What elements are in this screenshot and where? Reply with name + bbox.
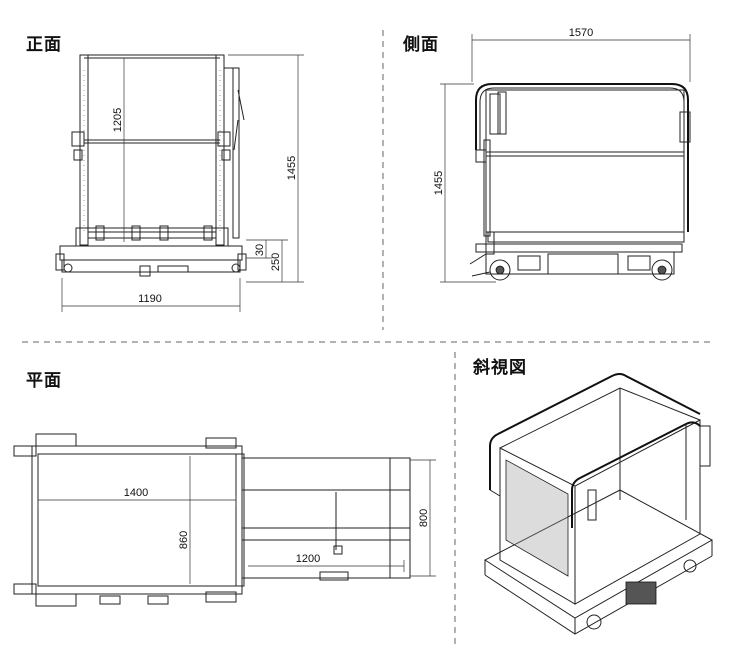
oblique-view-title: 斜視図	[473, 358, 527, 378]
side-top-rail	[475, 83, 689, 232]
front-base-height-dim: 250	[270, 253, 282, 271]
side-length-dim: 1570	[569, 27, 593, 39]
plan-main-deck	[31, 445, 243, 595]
side-view: 1570 1455	[433, 27, 691, 283]
plan-deck-width-dim: 860	[178, 531, 190, 549]
front-total-height-dim: 1455	[286, 156, 298, 180]
plan-deck-length-dim: 1400	[124, 487, 148, 499]
oblique-view	[484, 373, 714, 635]
side-front-wheel	[489, 259, 511, 281]
front-view-title: 正面	[26, 35, 62, 55]
side-height-dim: 1455	[433, 171, 445, 195]
front-view: 1190 1205 1455 250 30	[55, 54, 304, 312]
front-inner-height-dim: 1205	[112, 108, 124, 132]
front-width-dim: 1190	[138, 293, 162, 305]
front-step-dim: 30	[254, 244, 266, 256]
plan-extension-deck	[241, 457, 411, 579]
plan-ext-width-dim: 800	[418, 509, 430, 527]
side-view-title: 側面	[403, 35, 439, 55]
plan-view-title: 平面	[26, 371, 62, 391]
side-rear-wheel	[651, 259, 673, 281]
plan-view: 1400 860 1200 800	[13, 433, 436, 607]
plan-ext-length-dim: 1200	[296, 553, 320, 565]
